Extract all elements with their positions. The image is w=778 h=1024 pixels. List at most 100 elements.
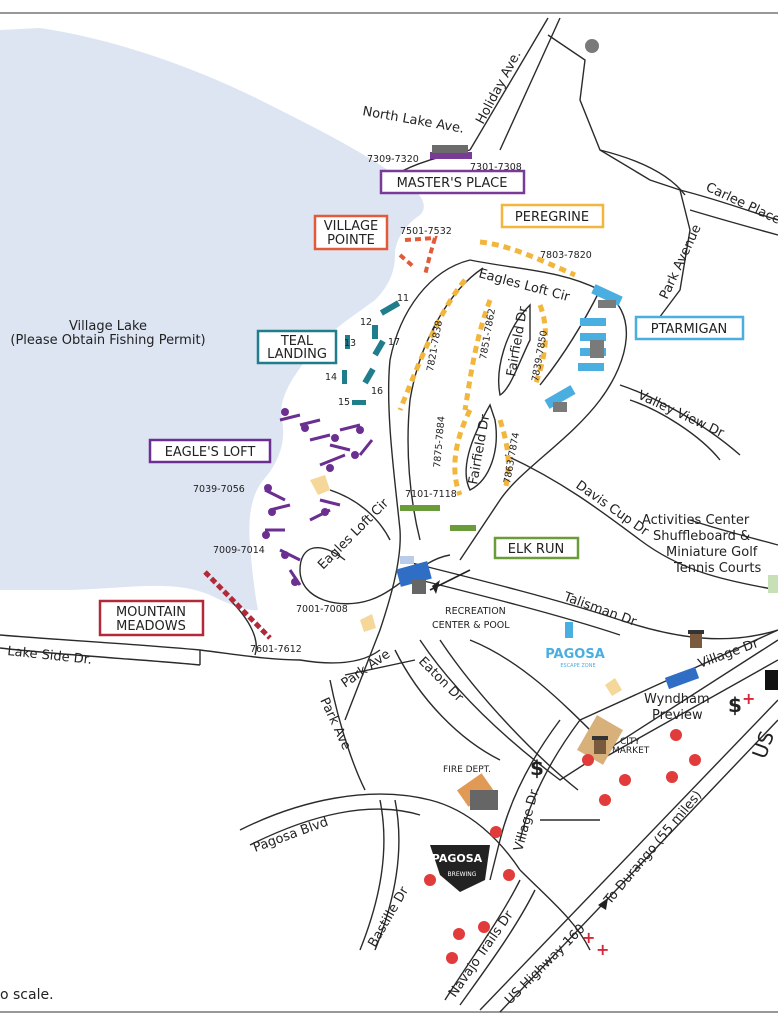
- svg-text:7601-7612: 7601-7612: [250, 644, 302, 655]
- svg-text:MARKET: MARKET: [612, 746, 650, 756]
- svg-text:16: 16: [371, 386, 383, 397]
- svg-text:o scale.: o scale.: [0, 987, 54, 1003]
- restaurant-dots: [424, 729, 701, 964]
- svg-text:Carlee Place: Carlee Place: [703, 180, 778, 228]
- svg-text:Park Ave: Park Ave: [316, 695, 353, 752]
- svg-text:ESCAPE ZONE: ESCAPE ZONE: [560, 663, 595, 669]
- village-lake: [0, 28, 424, 611]
- svg-text:MEADOWS: MEADOWS: [116, 619, 186, 634]
- svg-text:Holiday Ave.: Holiday Ave.: [473, 48, 524, 127]
- activities-marker: [768, 575, 778, 593]
- eagles-loft-units: [264, 413, 374, 586]
- pagosa-escape-logo: PAGOSA ESCAPE ZONE: [545, 622, 605, 669]
- village-pointe-label: VILLAGE POINTE: [313, 214, 389, 251]
- masters-place-label: MASTER'S PLACE: [379, 169, 526, 195]
- svg-text:MASTER'S PLACE: MASTER'S PLACE: [397, 176, 508, 191]
- lake-name: Village Lake: [69, 319, 147, 334]
- teal-landing-units: [342, 300, 401, 405]
- svg-text:US: US: [747, 728, 778, 762]
- elk-run-label: ELK RUN: [493, 536, 580, 560]
- svg-text:+: +: [596, 940, 609, 959]
- masters-place-units: [430, 145, 472, 159]
- svg-text:Eagles Loft Cir: Eagles Loft Cir: [315, 496, 392, 573]
- svg-text:Park Ave: Park Ave: [339, 647, 394, 691]
- yellow-pins: [310, 475, 622, 696]
- svg-text:FIRE DEPT.: FIRE DEPT.: [443, 765, 491, 775]
- arrow-icon: [598, 898, 608, 910]
- svg-text:7001-7008: 7001-7008: [296, 604, 348, 615]
- svg-text:7839-7850: 7839-7850: [530, 330, 550, 383]
- svg-text:Village Dr: Village Dr: [696, 636, 761, 672]
- svg-text:7501-7532: 7501-7532: [400, 226, 452, 237]
- atm-icon-2: $: [530, 756, 544, 780]
- svg-text:Lake Side Dr.: Lake Side Dr.: [7, 644, 93, 668]
- svg-text:Activities Center: Activities Center: [642, 513, 750, 528]
- ptarmigan-buildings: [553, 300, 616, 412]
- svg-text:US Highway 160: US Highway 160: [502, 922, 588, 1008]
- svg-text:Eaton Dr: Eaton Dr: [415, 654, 466, 705]
- svg-text:Village Dr.: Village Dr.: [511, 785, 543, 853]
- coffee-icon-2: [592, 736, 608, 754]
- svg-text:17: 17: [388, 337, 400, 348]
- svg-text:7039-7056: 7039-7056: [193, 484, 245, 495]
- svg-text:Park Avenue: Park Avenue: [657, 222, 705, 301]
- wyndham-building: [664, 666, 700, 690]
- svg-text:+: +: [582, 928, 595, 947]
- svg-text:Wyndham: Wyndham: [644, 692, 710, 707]
- svg-text:15: 15: [338, 397, 350, 408]
- svg-text:TEAL: TEAL: [280, 334, 314, 349]
- fire-dept-building-2: [470, 790, 498, 810]
- svg-text:To Durango (55 miles): To Durango (55 miles): [601, 788, 705, 908]
- svg-text:13: 13: [344, 338, 356, 349]
- svg-text:14: 14: [325, 372, 337, 383]
- svg-text:CENTER & POOL: CENTER & POOL: [432, 620, 510, 631]
- svg-text:Valley View Dr: Valley View Dr: [635, 388, 726, 441]
- teal-landing-label: TEAL LANDING: [256, 329, 338, 365]
- svg-text:Eagles Loft Cir: Eagles Loft Cir: [477, 266, 572, 305]
- peregrine-label: PEREGRINE: [500, 203, 605, 229]
- peregrine-units: [397, 239, 576, 496]
- svg-text:PTARMIGAN: PTARMIGAN: [651, 322, 727, 337]
- svg-text:11: 11: [397, 293, 409, 304]
- svg-text:Miniature Golf: Miniature Golf: [666, 545, 758, 560]
- svg-text:Preview: Preview: [652, 708, 703, 723]
- svg-text:Shuffleboard &: Shuffleboard &: [653, 529, 750, 544]
- svg-text:RECREATION: RECREATION: [445, 606, 506, 617]
- svg-text:VILLAGE: VILLAGE: [324, 219, 378, 234]
- svg-text:Fairfield Dr: Fairfield Dr: [504, 305, 531, 378]
- svg-text:7101-7118: 7101-7118: [405, 489, 457, 500]
- svg-text:ELK RUN: ELK RUN: [508, 542, 564, 557]
- svg-text:POINTE: POINTE: [327, 233, 375, 248]
- svg-text:12: 12: [360, 317, 372, 328]
- mountain-meadows-label: MOUNTAIN MEADOWS: [98, 599, 205, 637]
- svg-text:BREWING: BREWING: [448, 871, 477, 878]
- ptarmigan-label: PTARMIGAN: [634, 315, 745, 341]
- svg-text:7863-7874: 7863-7874: [502, 432, 522, 485]
- svg-text:North Lake Ave.: North Lake Ave.: [361, 104, 465, 137]
- svg-text:Bastille Dr: Bastille Dr: [365, 884, 412, 950]
- roundabout-marker: [585, 39, 599, 53]
- atm-icon: $: [728, 693, 742, 717]
- dark-building: [765, 670, 778, 690]
- svg-text:Pagosa Blvd: Pagosa Blvd: [251, 815, 330, 856]
- recreation-center: [396, 556, 471, 594]
- mountain-meadows-units: [203, 570, 272, 640]
- svg-text:EAGLE'S LOFT: EAGLE'S LOFT: [165, 445, 256, 460]
- pagosa-brewing-logo: PAGOSA BREWING: [430, 845, 490, 892]
- place-labels: Activities Center Shuffleboard & Miniatu…: [0, 513, 761, 1003]
- svg-text:7851-7862: 7851-7862: [478, 308, 498, 361]
- elk-run-units: [400, 505, 476, 531]
- medical-icons: + + +: [582, 689, 755, 959]
- svg-text:7309-7320: 7309-7320: [367, 154, 419, 165]
- svg-text:7803-7820: 7803-7820: [540, 250, 592, 261]
- svg-text:PAGOSA: PAGOSA: [432, 852, 483, 865]
- svg-text:CITY: CITY: [620, 737, 640, 747]
- lake-note: (Please Obtain Fishing Permit): [10, 333, 205, 348]
- svg-text:LANDING: LANDING: [267, 347, 327, 362]
- svg-text:PEREGRINE: PEREGRINE: [515, 210, 589, 225]
- eagles-loft-houses: [262, 408, 364, 586]
- svg-text:+: +: [742, 689, 755, 708]
- svg-text:Tennis Courts: Tennis Courts: [673, 561, 761, 576]
- svg-text:7301-7308: 7301-7308: [470, 162, 522, 173]
